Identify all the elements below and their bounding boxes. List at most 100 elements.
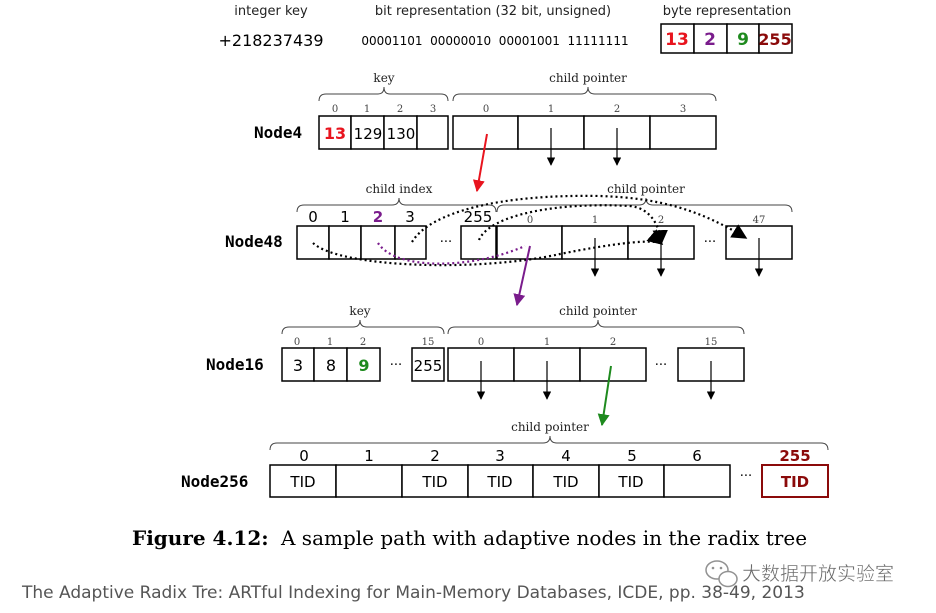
node4-child-index-0: 0 (483, 104, 489, 115)
node4-key-2: 130 (387, 125, 416, 143)
node16-key-index-2: 2 (360, 337, 366, 348)
node48-child-index-0: 0 (527, 215, 533, 226)
node4-key-cells (318, 115, 449, 150)
node4-key-label: key (373, 71, 394, 85)
node256-ellipsis: ··· (740, 469, 752, 484)
node256-child-brace (269, 435, 829, 451)
node48-index-1: 1 (340, 208, 350, 226)
node4-child-index-2: 2 (614, 104, 620, 115)
node16-key-15: 255 (414, 357, 443, 375)
node48-index-3: 3 (405, 208, 415, 226)
node16-child-ellipsis: ··· (655, 358, 667, 373)
node16-key-cells (281, 347, 445, 382)
node16-key-0: 3 (293, 356, 303, 375)
purple-path-arrow (513, 245, 531, 307)
node16-key-index-1: 1 (327, 337, 333, 348)
node4-key-index-1: 1 (364, 104, 370, 115)
node16-child-index-0: 0 (478, 337, 484, 348)
node4-key-index-3: 3 (430, 104, 436, 115)
node256-cell-2: TID (421, 473, 447, 491)
node48-child-label: child pointer (607, 182, 685, 196)
watermark-text: 大数据开放实验室 (742, 563, 894, 585)
node48-child-ellipsis: ··· (704, 235, 716, 250)
node256-index-4: 4 (561, 447, 571, 465)
figure-caption-text: A sample path with adaptive nodes in the… (280, 526, 807, 550)
green-path-arrow (597, 365, 612, 427)
node256-cells (269, 464, 829, 498)
node16-key-1: 8 (326, 356, 336, 375)
node4-key-1: 129 (354, 125, 383, 143)
node4-child-index-1: 1 (548, 104, 554, 115)
node4-key-index-2: 2 (397, 104, 403, 115)
node256-cell-0: TID (289, 473, 315, 491)
node16-key-2: 9 (358, 356, 369, 375)
node16-child-brace (447, 319, 745, 335)
node48-index-255: 255 (464, 208, 493, 226)
node256-cell-5: TID (617, 473, 643, 491)
node48-child-index-1: 1 (592, 215, 598, 226)
node48-index-label: child index (366, 182, 433, 196)
node16-child-index-15: 15 (705, 337, 718, 348)
node256-index-0: 0 (299, 447, 309, 465)
node16-child-label: child pointer (559, 304, 637, 318)
node256-cell-255-highlight (761, 464, 829, 498)
node48-index-cells (296, 225, 497, 260)
node48-index255-dotted-link (477, 204, 668, 246)
byte-representation-boxes: 13 2 9 255 (660, 23, 793, 54)
byte-1: 2 (704, 30, 716, 50)
node48-index-2: 2 (373, 208, 383, 226)
node16-child-cells (447, 347, 745, 382)
node4-child-index-3: 3 (680, 104, 686, 115)
node48-index-ellipsis: ··· (440, 235, 452, 250)
node4-key-index-0: 0 (332, 104, 338, 115)
node16-key-index-15: 15 (422, 337, 435, 348)
node16-key-index-0: 0 (294, 337, 300, 348)
node48-index-0: 0 (308, 208, 318, 226)
node16-child-index-2: 2 (610, 337, 616, 348)
byte-2: 9 (737, 30, 749, 50)
node48-child-brace (496, 197, 793, 213)
node48-name: Node48 (225, 232, 283, 251)
figure-caption-number: Figure 4.12: (132, 526, 269, 550)
node4-child-cells (452, 115, 717, 150)
byte-0: 13 (665, 30, 689, 50)
node4-child-brace (452, 86, 717, 102)
node48-index2-purple-dotted-link (377, 242, 526, 265)
node256-name: Node256 (181, 472, 248, 491)
node256-index-3: 3 (495, 447, 505, 465)
node48-index3-dotted-link (411, 194, 748, 243)
node256-cell-255: TID (781, 473, 809, 491)
node16-key-brace (281, 319, 445, 335)
byte-repr-label: byte representation (663, 4, 792, 19)
node256-cell-4: TID (552, 473, 578, 491)
node256-child-label: child pointer (511, 420, 589, 434)
integer-key-label: integer key (234, 4, 308, 19)
node256-index-1: 1 (364, 447, 374, 465)
node256-cell-3: TID (486, 473, 512, 491)
byte-3: 255 (758, 30, 791, 49)
node4-name: Node4 (254, 123, 302, 142)
bit-repr-label: bit representation (32 bit, unsigned) (375, 4, 611, 19)
node16-key-ellipsis: ··· (390, 358, 402, 373)
node256-index-6: 6 (692, 447, 702, 465)
node48-child-index-47: 47 (753, 215, 766, 226)
integer-key-value: +218237439 (218, 31, 323, 50)
citation-text: The Adaptive Radix Tre: ARTful Indexing … (21, 583, 805, 603)
red-path-arrow (472, 133, 488, 193)
wechat-icon (705, 560, 738, 588)
node16-child-index-1: 1 (544, 337, 550, 348)
node48-child-index-2: 2 (658, 215, 664, 226)
node16-key-label: key (349, 304, 370, 318)
node48-index0-dotted-link (312, 229, 664, 267)
node48-index-brace (296, 197, 497, 213)
node256-index-255: 255 (779, 447, 810, 465)
node256-index-2: 2 (430, 447, 440, 465)
node4-key-0: 13 (324, 124, 346, 143)
node256-index-5: 5 (627, 447, 637, 465)
figure-caption: Figure 4.12: A sample path with adaptive… (132, 526, 807, 550)
bit-repr-value: 00001101 00000010 00001001 11111111 (361, 34, 628, 48)
node4-key-brace (318, 86, 449, 102)
node16-name: Node16 (206, 355, 264, 374)
node4-child-label: child pointer (549, 71, 627, 85)
